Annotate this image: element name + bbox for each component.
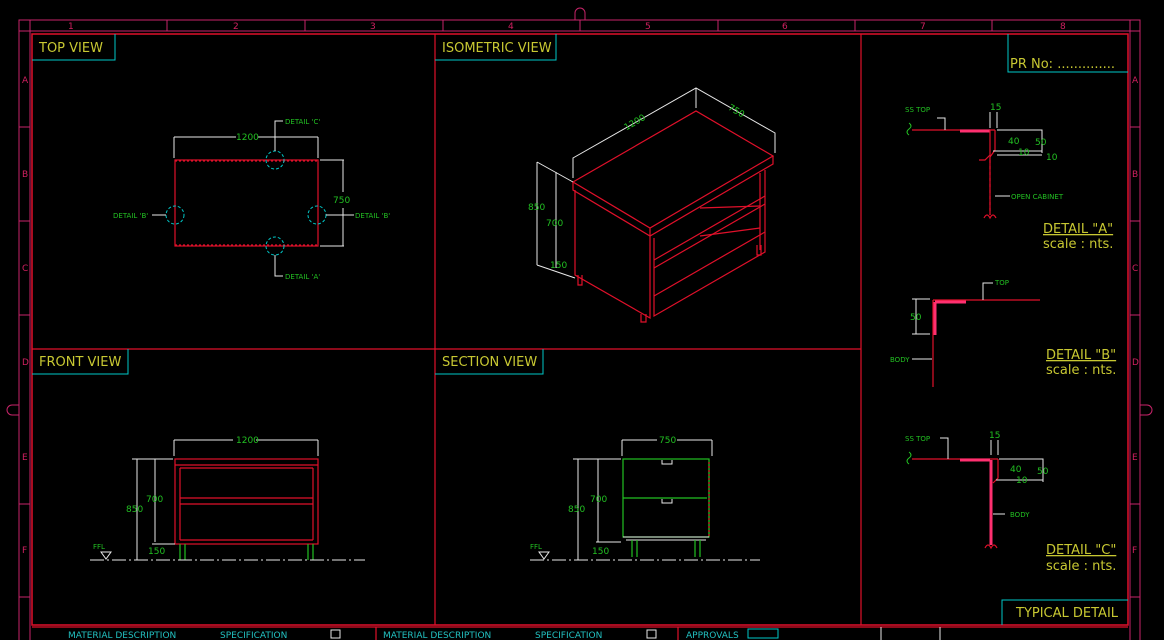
front-height-dim: 850 (126, 505, 143, 515)
column-ref-6: 6 (782, 22, 788, 32)
callout-detail-c: DETAIL 'C' (285, 118, 320, 126)
column-ref-1: 1 (68, 22, 74, 32)
detail-a-note: OPEN CABINET (1011, 193, 1064, 201)
isometric-drawing (571, 110, 775, 323)
detail-a-dim-15: 15 (990, 103, 1001, 113)
row-ref-f-right: F (1132, 546, 1137, 556)
specification-header-1: SPECIFICATION (220, 631, 287, 640)
sheet-border: 1 2 3 4 5 6 7 8 A B C D E F A B C D E F (6, 7, 1153, 640)
front-width-dim: 1200 (236, 436, 259, 446)
detail-a-dim-10a: 10 (1018, 148, 1030, 158)
detail-a-dim-10b: 10 (1046, 153, 1058, 163)
detail-c-dim-15: 15 (989, 431, 1000, 441)
column-ref-7: 7 (920, 22, 926, 32)
material-description-header-1: MATERIAL DESCRIPTION (68, 631, 176, 640)
row-ref-e-right: E (1132, 453, 1138, 463)
column-ref-4: 4 (508, 22, 514, 32)
section-body-dim: 700 (590, 495, 607, 505)
pr-number: PR No: .............. (1010, 57, 1115, 72)
top-view-drawing (152, 120, 354, 277)
column-ref-8: 8 (1060, 22, 1066, 32)
detail-a-dim-50: 50 (1035, 138, 1047, 148)
column-ref-2: 2 (233, 22, 239, 32)
section-floor-label: FFL (530, 543, 542, 551)
section-view-title: SECTION VIEW (442, 355, 537, 370)
detail-a-title: DETAIL "A" (1043, 222, 1113, 237)
front-view-drawing (90, 439, 365, 561)
row-ref-f: F (22, 546, 27, 556)
iso-leg-dim: 150 (550, 261, 567, 271)
row-ref-c-right: C (1132, 264, 1138, 274)
row-ref-a-right: A (1132, 76, 1139, 86)
detail-b-drawing (912, 282, 1040, 387)
isometric-view-title: ISOMETRIC VIEW (442, 41, 552, 56)
row-ref-b: B (22, 170, 28, 180)
approvals-box (747, 628, 779, 639)
detail-c-dim-50: 50 (1037, 467, 1049, 477)
checkbox-1[interactable] (330, 629, 341, 639)
top-depth-dim: 750 (333, 196, 350, 206)
detail-a-scale: scale : nts. (1043, 237, 1113, 252)
detail-c-scale: scale : nts. (1046, 559, 1116, 574)
row-ref-d-right: D (1132, 358, 1139, 368)
section-width-dim: 750 (659, 436, 676, 446)
detail-b-title: DETAIL "B" (1046, 348, 1116, 363)
detail-a-top-label: SS TOP (905, 106, 930, 114)
detail-c-drawing (906, 437, 1044, 550)
detail-c-dim-10: 10 (1016, 476, 1028, 486)
iso-width-dim: 1200 (623, 113, 648, 133)
top-view-title: TOP VIEW (38, 41, 103, 56)
row-ref-c: C (22, 264, 28, 274)
front-body-dim: 700 (146, 495, 163, 505)
column-ref-5: 5 (645, 22, 651, 32)
callout-detail-a: DETAIL 'A' (285, 273, 320, 281)
iso-height-dim: 850 (528, 203, 545, 213)
front-view-title: FRONT VIEW (39, 355, 121, 370)
section-leg-dim: 150 (592, 547, 609, 557)
callout-detail-b-right: DETAIL 'B' (355, 212, 390, 220)
detail-c-top-label: SS TOP (905, 435, 930, 443)
front-floor-label: FFL (93, 543, 105, 551)
top-width-dim: 1200 (236, 133, 259, 143)
iso-depth-dim: 750 (726, 103, 746, 120)
detail-a-dim-40: 40 (1008, 137, 1020, 147)
checkbox-2[interactable] (646, 629, 657, 639)
row-ref-e: E (22, 453, 28, 463)
detail-c-dim-40: 40 (1010, 465, 1022, 475)
detail-b-scale: scale : nts. (1046, 363, 1116, 378)
row-ref-a: A (22, 76, 29, 86)
detail-c-title: DETAIL "C" (1046, 543, 1116, 558)
callout-detail-b-left: DETAIL 'B' (113, 212, 148, 220)
detail-b-top-label: TOP (994, 279, 1009, 287)
approvals-header: APPROVALS (686, 631, 739, 640)
detail-c-body-label: BODY (1010, 511, 1030, 519)
typical-detail-label: TYPICAL DETAIL (1015, 606, 1119, 621)
iso-body-dim: 700 (546, 219, 563, 229)
row-ref-d: D (22, 358, 29, 368)
drawing-frame (31, 33, 1129, 640)
material-description-header-2: MATERIAL DESCRIPTION (383, 631, 491, 640)
detail-b-body-label: BODY (890, 356, 910, 364)
detail-b-dim-50: 50 (910, 313, 922, 323)
column-ref-3: 3 (370, 22, 376, 32)
section-height-dim: 850 (568, 505, 585, 515)
specification-header-2: SPECIFICATION (535, 631, 602, 640)
front-leg-dim: 150 (148, 547, 165, 557)
detail-a-drawing (906, 112, 1043, 220)
section-view-drawing (530, 439, 760, 561)
row-ref-b-right: B (1132, 170, 1138, 180)
title-block: MATERIAL DESCRIPTION SPECIFICATION MATER… (68, 627, 941, 640)
